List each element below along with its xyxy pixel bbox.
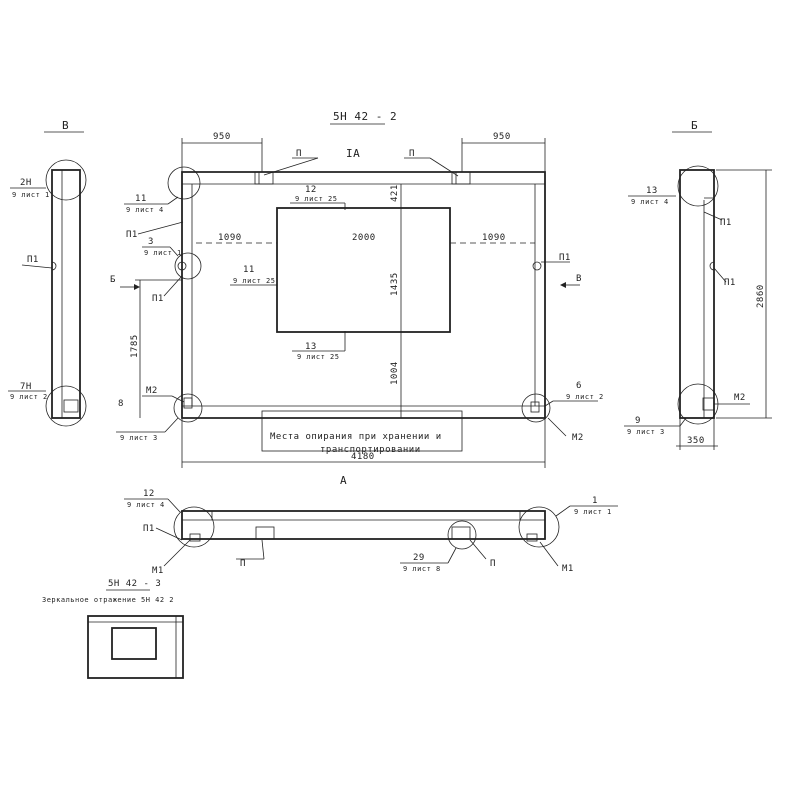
callout-circle-11	[167, 166, 201, 200]
p1-left-section: П1	[27, 255, 39, 265]
view-A-top-label: IA	[346, 147, 360, 160]
main-panel-view: 5Н 42 - 2 IA 950 950 1090 1090 2000	[110, 110, 604, 487]
dim-2000: 2000	[352, 233, 376, 243]
c11b-sheet: 9 лист 25	[233, 277, 275, 285]
c3-num: 3	[148, 237, 154, 247]
c29-sheet: 9 лист 8	[403, 565, 441, 573]
dim-1435: 1435	[390, 272, 400, 296]
c11-sheet: 9 лист 4	[126, 206, 164, 214]
right-section-view: Б 13 9 лист 4 П1 П1 М2 9 9 лист 3 2860 3…	[624, 119, 772, 450]
view-A-bottom-label: А	[340, 474, 347, 487]
callout-circle-6	[521, 393, 551, 423]
p1-plan: П1	[143, 524, 155, 534]
c13-sheet: 9 лист 25	[297, 353, 339, 361]
p-plan-right: П	[490, 559, 496, 569]
callout-circle-3	[174, 252, 202, 280]
callout-circle-8	[173, 393, 203, 423]
c12-num: 12	[305, 185, 317, 195]
c29-num: 29	[413, 553, 425, 563]
c12b-sheet: 9 лист 4	[127, 501, 165, 509]
c11b-num: 11	[243, 265, 255, 275]
window-opening	[276, 207, 451, 333]
dim-1004: 1004	[390, 361, 400, 385]
c2-num: 2Н	[20, 178, 32, 188]
c6-sheet: 9 лист 2	[566, 393, 604, 401]
dim-350: 350	[687, 436, 705, 446]
m1-plan-left: М1	[152, 566, 164, 576]
dim-1090-right: 1090	[482, 233, 506, 243]
view-B-left-label: В	[62, 119, 69, 132]
c13r-num: 13	[646, 186, 658, 196]
c1-num: 1	[592, 496, 598, 506]
p1-left-mid: П1	[152, 294, 164, 304]
mirror-panel-body	[87, 615, 184, 679]
m2-left: М2	[146, 386, 158, 396]
main-title: 5Н 42 - 2	[333, 110, 397, 123]
c7-num: 7Н	[20, 382, 32, 392]
dim-2860: 2860	[756, 284, 766, 308]
arrow-B-left-label: Б	[110, 275, 116, 285]
c3-sheet: 9 лист 1	[144, 249, 182, 257]
p1-right-mid: П1	[559, 253, 571, 263]
p1-right-section-top: П1	[720, 218, 732, 228]
c8-num: 8	[118, 399, 124, 409]
arrow-B-right-label: В	[576, 274, 582, 284]
mirror-title: 5Н 42 - 3	[108, 579, 161, 589]
p-plan-left: П	[240, 559, 246, 569]
view-B-right-label: Б	[691, 119, 698, 132]
dim-950-left: 950	[213, 132, 231, 142]
c11-num: 11	[135, 194, 147, 204]
p1-right-section-mid: П1	[724, 278, 736, 288]
bottom-plan-view: 12 9 лист 4 П1 М1 П 29 9 лист 8 П 1 9 ли…	[124, 489, 618, 576]
c12-sheet: 9 лист 25	[295, 195, 337, 203]
mirror-window	[111, 627, 157, 660]
m2-right: М2	[572, 433, 584, 443]
support-note-2: транспортировании	[320, 445, 421, 455]
c13-num: 13	[305, 342, 317, 352]
plan-body	[181, 510, 546, 540]
mirror-note: Зеркальное отражение 5Н 42 2	[42, 596, 174, 604]
c6-num: 6	[576, 381, 582, 391]
dim-4180: 4180	[351, 452, 375, 462]
left-section-body	[51, 169, 81, 419]
support-zone	[261, 410, 463, 452]
c13r-sheet: 9 лист 4	[631, 198, 669, 206]
p-top-right: П	[409, 149, 415, 159]
c12b-num: 12	[143, 489, 155, 499]
c8-sheet: 9 лист 3	[120, 434, 158, 442]
c9-sheet: 9 лист 3	[627, 428, 665, 436]
dim-950-right: 950	[493, 132, 511, 142]
m1-plan-right: М1	[562, 564, 574, 574]
p1-left-top: П1	[126, 230, 138, 240]
c9-num: 9	[635, 416, 641, 426]
c2-sheet: 9 лист 1	[12, 191, 50, 199]
right-section-body	[679, 169, 715, 419]
dim-1785: 1785	[130, 334, 140, 358]
m2-right-section: М2	[734, 393, 746, 403]
p-top-left: П	[296, 149, 302, 159]
dim-1090-left: 1090	[218, 233, 242, 243]
c1-sheet: 9 лист 1	[574, 508, 612, 516]
c7-sheet: 9 лист 2	[10, 393, 48, 401]
mirror-panel-view: 5Н 42 - 3 Зеркальное отражение 5Н 42 2	[42, 579, 184, 679]
dim-421: 421	[390, 184, 400, 202]
support-note-1: Места опирания при хранении и	[270, 432, 442, 442]
left-section-view: В 2Н 9 лист 1 П1 7Н 9 лист 2	[8, 119, 87, 427]
